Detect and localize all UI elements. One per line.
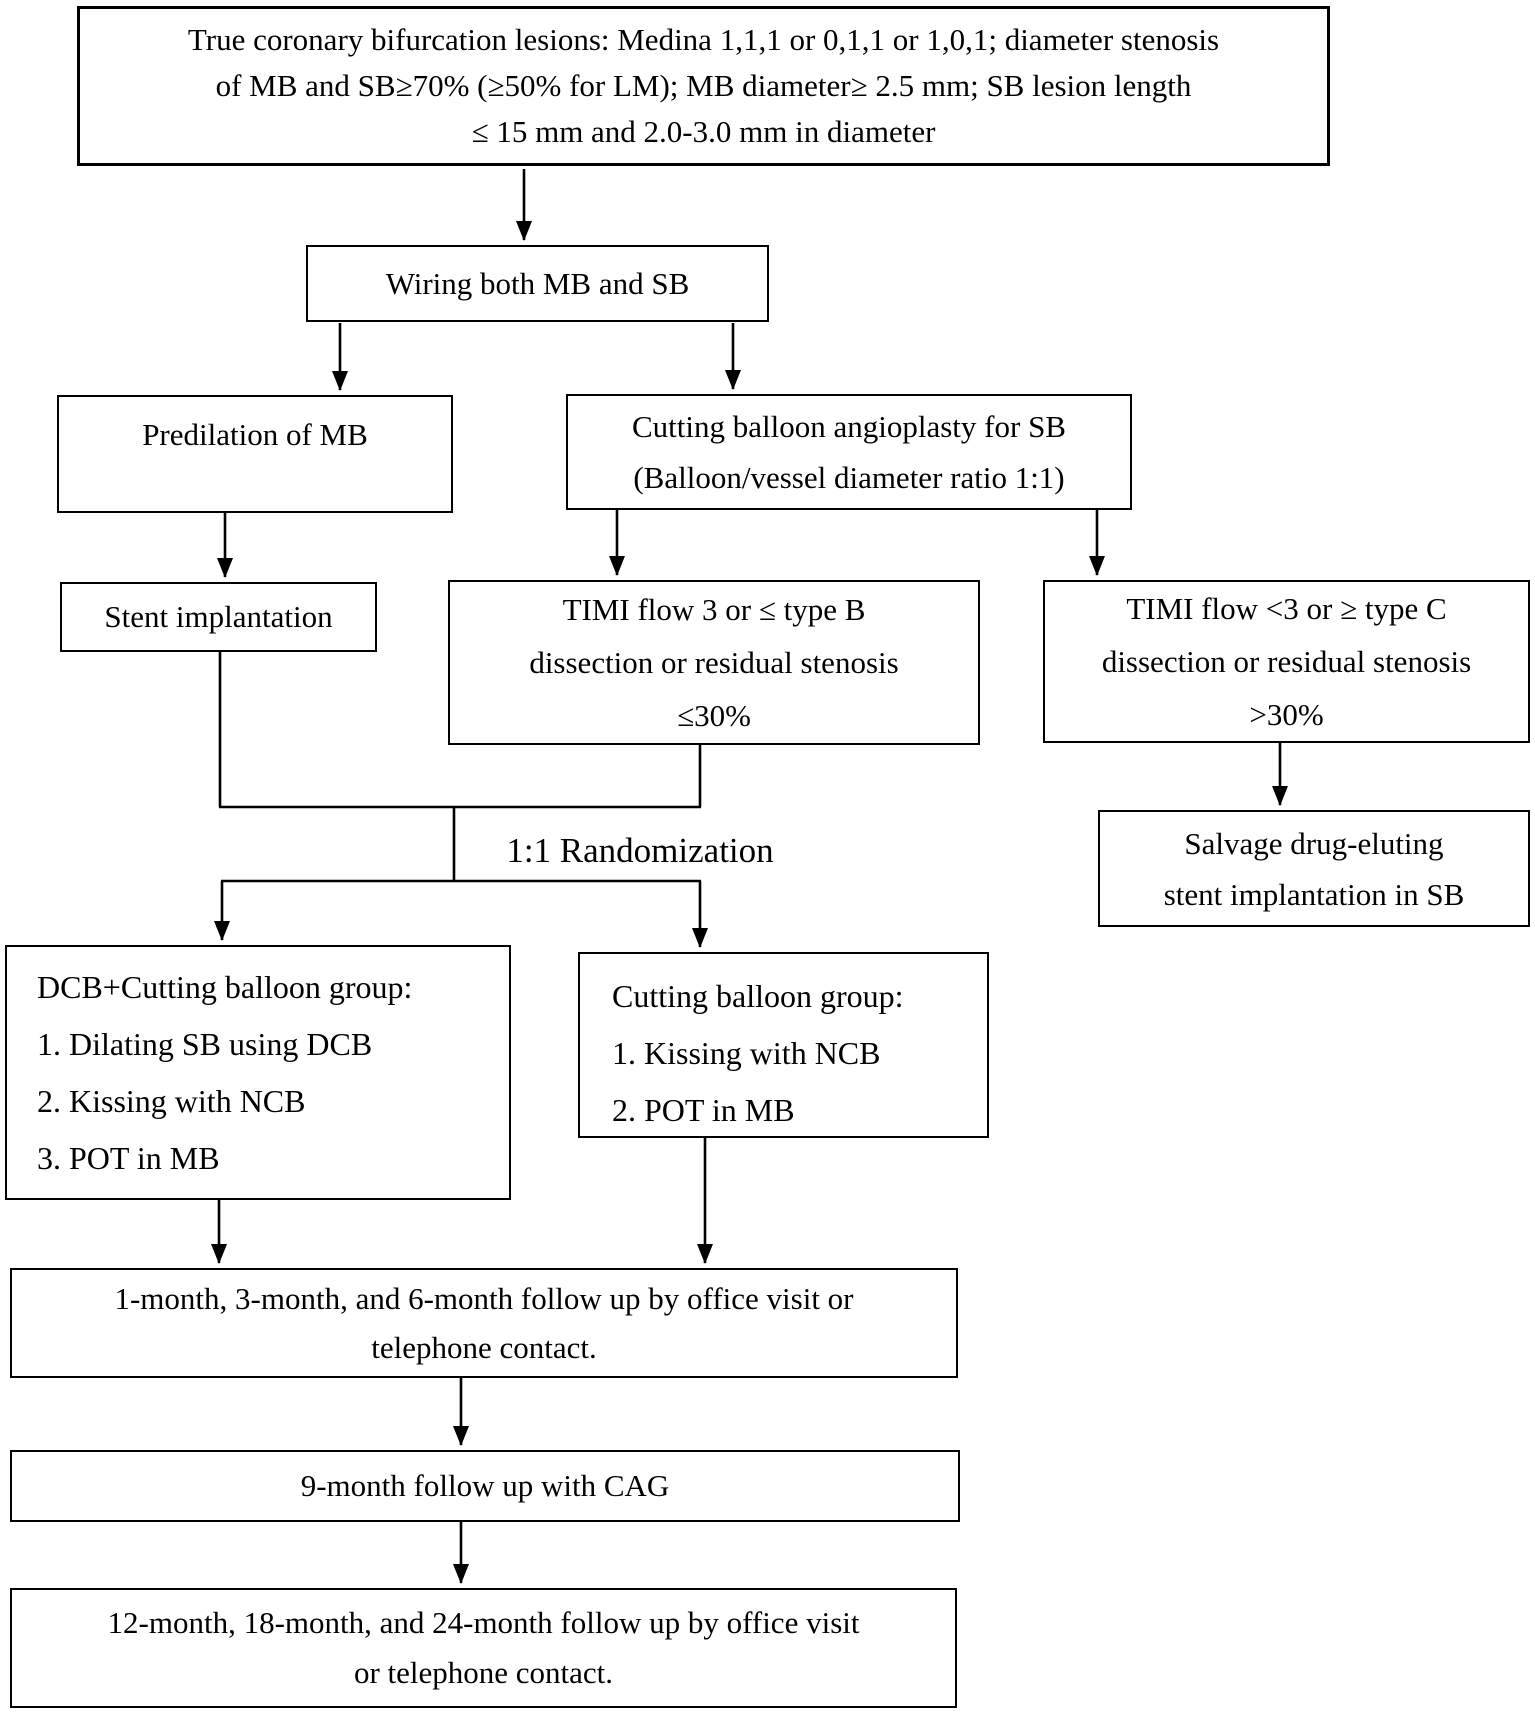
node-cutting-balloon-group: Cutting balloon group: 1. Kissing with N…	[578, 952, 989, 1138]
node-timi-good-text: TIMI flow 3 or ≤ type B dissection or re…	[529, 592, 899, 733]
node-stent-text: Stent implantation	[104, 599, 333, 634]
node-dcb-cutting-balloon-group: DCB+Cutting balloon group: 1. Dilating S…	[5, 945, 511, 1200]
node-salvage-stent: Salvage drug-eluting stent implantation …	[1098, 810, 1530, 927]
node-wiring: Wiring both MB and SB	[306, 245, 769, 322]
node-followup-9-text: 9-month follow up with CAG	[300, 1468, 670, 1503]
node-followup-12-18-24-text: 12-month, 18-month, and 24-month follow …	[107, 1605, 860, 1690]
node-inclusion-criteria: True coronary bifurcation lesions: Medin…	[77, 6, 1330, 166]
node-followup-1-3-6-month: 1-month, 3-month, and 6-month follow up …	[10, 1268, 958, 1378]
node-cutting-text: Cutting balloon angioplasty for SB (Ball…	[632, 409, 1066, 495]
node-followup-1-3-6-text: 1-month, 3-month, and 6-month follow up …	[114, 1281, 854, 1365]
node-stent-implantation: Stent implantation	[60, 582, 377, 652]
node-timi-poor-text: TIMI flow <3 or ≥ type C dissection or r…	[1101, 591, 1472, 732]
node-wiring-text: Wiring both MB and SB	[385, 265, 690, 301]
node-cb-group-text: Cutting balloon group: 1. Kissing with N…	[612, 978, 904, 1128]
node-predilation: Predilation of MB	[57, 395, 453, 513]
node-cutting-balloon-angioplasty: Cutting balloon angioplasty for SB (Ball…	[566, 394, 1132, 510]
node-dcb-group-text: DCB+Cutting balloon group: 1. Dilating S…	[37, 969, 413, 1176]
node-timi-flow-good: TIMI flow 3 or ≤ type B dissection or re…	[448, 580, 980, 745]
node-followup-12-18-24-month: 12-month, 18-month, and 24-month follow …	[10, 1588, 957, 1708]
node-salvage-text: Salvage drug-eluting stent implantation …	[1163, 825, 1465, 912]
node-predilation-text: Predilation of MB	[142, 417, 368, 452]
randomization-label: 1:1 Randomization	[506, 831, 774, 870]
node-timi-flow-poor: TIMI flow <3 or ≥ type C dissection or r…	[1043, 580, 1530, 743]
node-inclusion-text: True coronary bifurcation lesions: Medin…	[187, 22, 1220, 149]
node-followup-9-month-cag: 9-month follow up with CAG	[10, 1450, 960, 1522]
